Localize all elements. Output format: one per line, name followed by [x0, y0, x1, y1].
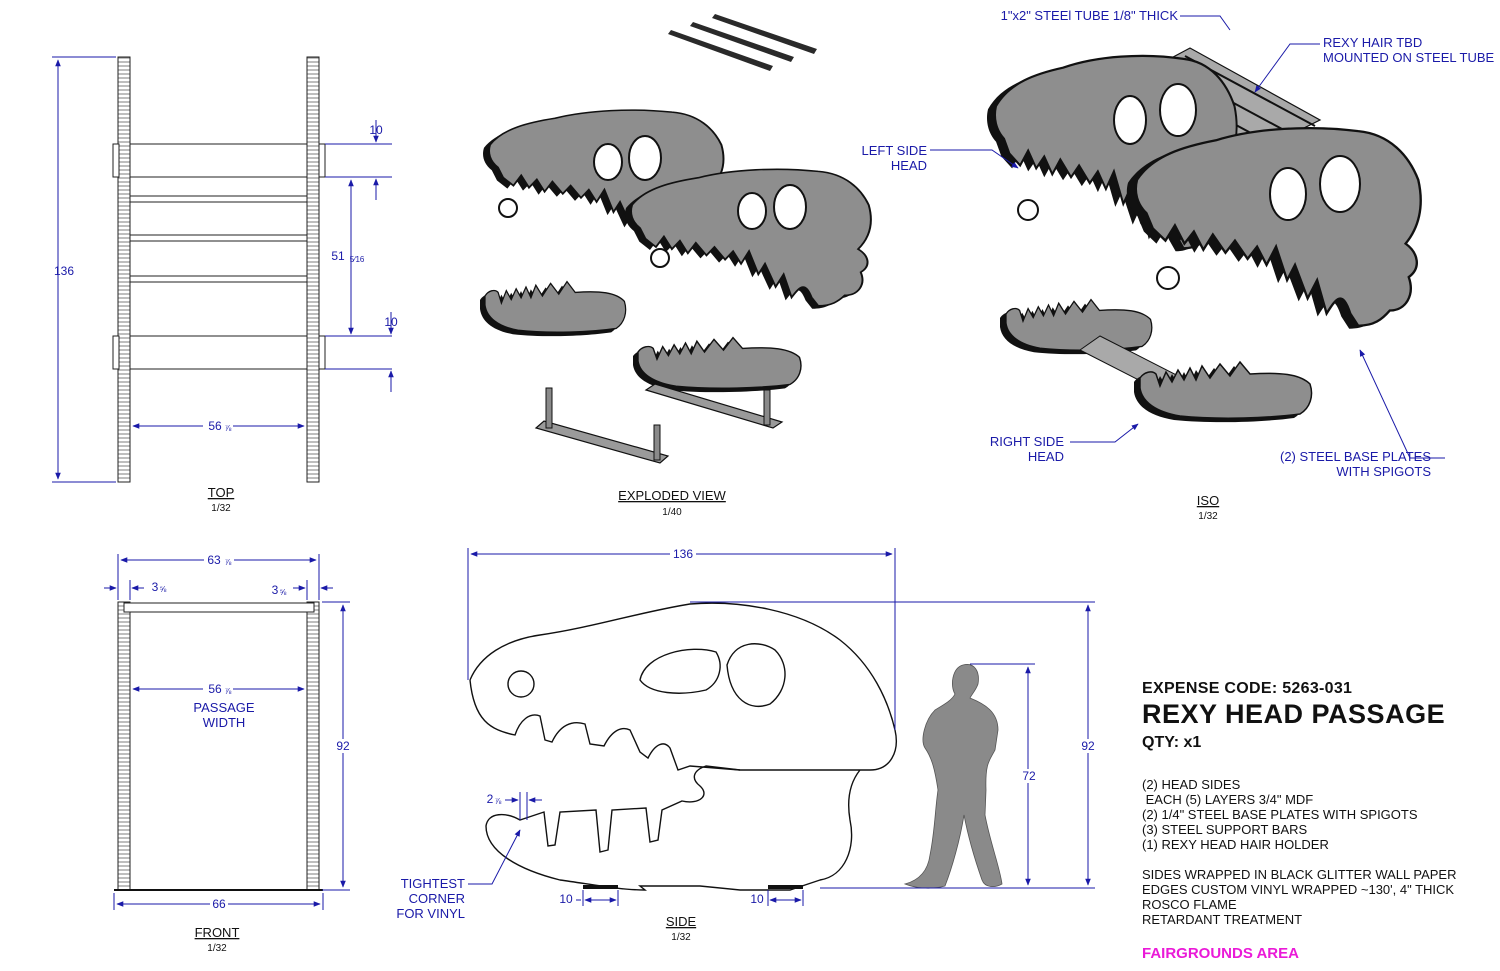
side-nostril [507, 670, 535, 698]
front-overall-dim: 63 [207, 553, 221, 567]
top-view-title: TOP [208, 485, 235, 500]
callout-base-plates-line1: (2) STEEL BASE PLATES [1280, 449, 1431, 464]
side-length-dim: 136 [673, 547, 693, 561]
title-block: EXPENSE CODE: 5263-031 REXY HEAD PASSAGE… [1142, 680, 1492, 962]
front-left-edge-dim: 3 [152, 580, 159, 594]
top-bar-dim-b: 10 [384, 315, 398, 329]
side-base-plate-right [768, 885, 803, 889]
front-view: 63 ⅞ 3 ⅝ 3 ⅝ 56 ⅞ PASSAGE WIDTH 92 66 FR… [104, 553, 350, 954]
top-right-head-edge [306, 56, 320, 483]
side-view: 136 92 72 2 ⅞ TIGHTEST CORNER FOR VINYL … [396, 547, 1097, 943]
front-right-edge-dim: 3 [272, 583, 279, 597]
front-view-scale: 1/32 [207, 943, 227, 954]
iso-leaders [930, 15, 1445, 459]
parts-list-item: EACH (5) LAYERS 3/4" MDF [1142, 792, 1314, 807]
front-overall-dim-frac: ⅞ [225, 558, 232, 567]
top-support-bars [112, 143, 326, 370]
iso-right-head [1126, 126, 1422, 423]
callout-vinyl-line3: FOR VINYL [396, 906, 465, 921]
parts-list-item: (3) STEEL SUPPORT BARS [1142, 822, 1308, 837]
front-height-dim: 92 [336, 739, 350, 753]
top-length-dim: 136 [54, 264, 74, 278]
person-silhouette [903, 664, 1003, 889]
drawing-title: REXY HEAD PASSAGE [1142, 699, 1446, 729]
exploded-steel-tubes [668, 14, 817, 71]
front-top-tube [123, 602, 315, 613]
top-left-head-edge [117, 56, 131, 483]
iso-left-head [986, 54, 1238, 355]
side-plate-dim-left: 10 [559, 892, 573, 906]
exploded-view: EXPLODED VIEW 1/40 [480, 14, 872, 518]
side-skull-outline [469, 602, 897, 891]
side-eye-socket-2 [726, 643, 786, 708]
front-base-dim: 66 [212, 897, 226, 911]
top-bar-dim-a: 10 [369, 123, 383, 137]
front-right-edge-dim-frac: ⅝ [280, 588, 287, 597]
top-width-dim: 56 [208, 419, 222, 433]
finish-notes: SIDES WRAPPED IN BLACK GLITTER WALL PAPE… [1142, 867, 1492, 927]
top-middle-dim-frac: 5⁄16 [350, 255, 365, 264]
exploded-right-head [625, 168, 872, 393]
exploded-left-head [480, 109, 725, 337]
finish-note: SIDES WRAPPED IN BLACK GLITTER WALL PAPE… [1142, 867, 1457, 882]
callout-left-head-line1: LEFT SIDE [861, 143, 927, 158]
top-width-dim-frac: ⅞ [225, 424, 232, 433]
iso-view-title: ISO [1197, 493, 1219, 508]
front-passage-dim: 56 [208, 682, 222, 696]
iso-view-scale: 1/32 [1198, 511, 1218, 522]
parts-list-item: (1) REXY HEAD HAIR HOLDER [1142, 837, 1329, 852]
callout-steel-tube: 1"x2" STEEl TUBE 1/8" THICK [1001, 8, 1179, 23]
front-right-head-edge [306, 601, 320, 891]
side-eye-socket [639, 648, 721, 694]
front-left-edge-dim-frac: ⅝ [160, 585, 167, 594]
iso-view: 1"x2" STEEl TUBE 1/8" THICK REXY HAIR TB… [861, 8, 1494, 522]
callout-vinyl-line1: TIGHTEST [401, 876, 465, 891]
side-view-scale: 1/32 [671, 932, 691, 943]
callout-base-plates-line2: WITH SPIGOTS [1336, 464, 1431, 479]
tooth-gap-dim-frac: ⅞ [495, 797, 502, 806]
callout-right-head-line1: RIGHT SIDE [990, 434, 1064, 449]
side-base-plate-left [583, 885, 618, 889]
finish-note: ROSCO FLAME [1142, 897, 1237, 912]
callout-vinyl-line2: CORNER [409, 891, 465, 906]
finish-note: RETARDANT TREATMENT [1142, 912, 1303, 927]
finish-note: EDGES CUSTOM VINYL WRAPPED ~130', 4" THI… [1142, 882, 1455, 897]
quantity: QTY: x1 [1142, 734, 1202, 751]
parts-list: (2) HEAD SIDES EACH (5) LAYERS 3/4" MDF … [1142, 777, 1492, 852]
top-view: 136 10 51 5⁄16 10 56 ⅞ TOP 1/32 [52, 56, 398, 514]
callout-right-head-line2: HEAD [1028, 449, 1064, 464]
side-view-title: SIDE [666, 914, 697, 929]
side-height-dim: 92 [1081, 739, 1095, 753]
parts-list-item: (2) HEAD SIDES [1142, 777, 1241, 792]
person-height-dim: 72 [1022, 769, 1036, 783]
top-middle-dim: 51 [331, 249, 345, 263]
callout-hair-line1: REXY HAIR TBD [1323, 35, 1422, 50]
exploded-view-scale: 1/40 [662, 507, 682, 518]
front-passage-dim-frac: ⅞ [225, 687, 232, 696]
tooth-gap-dim: 2 [487, 792, 494, 806]
front-passage-label-line1: PASSAGE [193, 700, 255, 715]
top-view-scale: 1/32 [211, 503, 231, 514]
exploded-base-plates [534, 383, 784, 464]
front-view-title: FRONT [195, 925, 240, 940]
front-left-head-edge [117, 601, 131, 891]
exploded-view-title: EXPLODED VIEW [618, 488, 726, 503]
front-passage-label-line2: WIDTH [203, 715, 246, 730]
callout-hair-line2: MOUNTED ON STEEL TUBE [1323, 50, 1495, 65]
parts-list-item: (2) 1/4" STEEL BASE PLATES WITH SPIGOTS [1142, 807, 1418, 822]
area-label: FAIRGROUNDS AREA [1142, 945, 1299, 962]
callout-left-head-line2: HEAD [891, 158, 927, 173]
side-plate-dim-right: 10 [750, 892, 764, 906]
expense-code: EXPENSE CODE: 5263-031 [1142, 680, 1353, 697]
